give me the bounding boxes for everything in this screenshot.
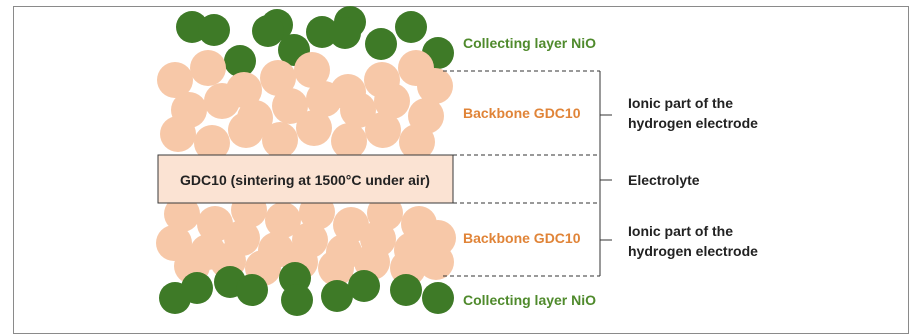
- electrolyte-box-label: GDC10 (sintering at 1500°C under air): [180, 172, 430, 188]
- label-ionic-bottom-1: Ionic part of the: [628, 223, 733, 239]
- label-backbone-bottom: Backbone GDC10: [463, 230, 581, 246]
- nio-particle: [198, 14, 230, 46]
- gdc-particle: [418, 244, 454, 280]
- gdc-particle: [296, 110, 332, 146]
- nio-particle: [365, 28, 397, 60]
- nio-particle: [395, 11, 427, 43]
- nio-collecting-layer-top: [176, 6, 454, 77]
- nio-particle: [348, 270, 380, 302]
- gdc-backbone-layer-top: [157, 50, 453, 161]
- gdc-particle: [157, 62, 193, 98]
- label-ionic-top-2: hydrogen electrode: [628, 115, 758, 131]
- gdc-particle: [331, 123, 367, 159]
- gdc-particle: [333, 207, 369, 243]
- gdc-particle: [306, 81, 342, 117]
- gdc-particle: [265, 202, 301, 238]
- label-collecting-top: Collecting layer NiO: [463, 35, 596, 51]
- gdc-particle: [204, 83, 240, 119]
- nio-particle: [181, 272, 213, 304]
- gdc-particle: [399, 124, 435, 160]
- nio-particle: [252, 15, 284, 47]
- gdc-particle: [262, 122, 298, 158]
- nio-particle: [224, 45, 256, 77]
- nio-particle: [390, 274, 422, 306]
- gdc-particle: [294, 52, 330, 88]
- gdc-particle: [365, 112, 401, 148]
- gdc-particle: [340, 92, 376, 128]
- nio-particle: [329, 17, 361, 49]
- nio-particle: [422, 282, 454, 314]
- gdc-particle: [260, 60, 296, 96]
- gdc-particle: [318, 250, 354, 286]
- nio-particle: [281, 284, 313, 316]
- gdc-particle: [160, 116, 196, 152]
- gdc-particle: [190, 50, 226, 86]
- gdc-particle: [374, 83, 410, 119]
- gdc-particle: [197, 206, 233, 242]
- label-ionic-top-1: Ionic part of the: [628, 95, 733, 111]
- nio-particle: [236, 274, 268, 306]
- gdc-particle: [417, 68, 453, 104]
- nio-collecting-layer-bottom: [159, 262, 454, 316]
- gdc-particle: [164, 196, 200, 232]
- label-ionic-bottom-2: hydrogen electrode: [628, 243, 758, 259]
- label-electrolyte: Electrolyte: [628, 172, 700, 188]
- nio-particle: [306, 16, 338, 48]
- gdc-particle: [228, 112, 264, 148]
- gdc-particle: [272, 88, 308, 124]
- gdc-particle: [194, 125, 230, 161]
- electrolyte-box: [157, 154, 454, 204]
- nio-particle: [321, 280, 353, 312]
- label-backbone-top: Backbone GDC10: [463, 105, 581, 121]
- label-collecting-bottom: Collecting layer NiO: [463, 292, 596, 308]
